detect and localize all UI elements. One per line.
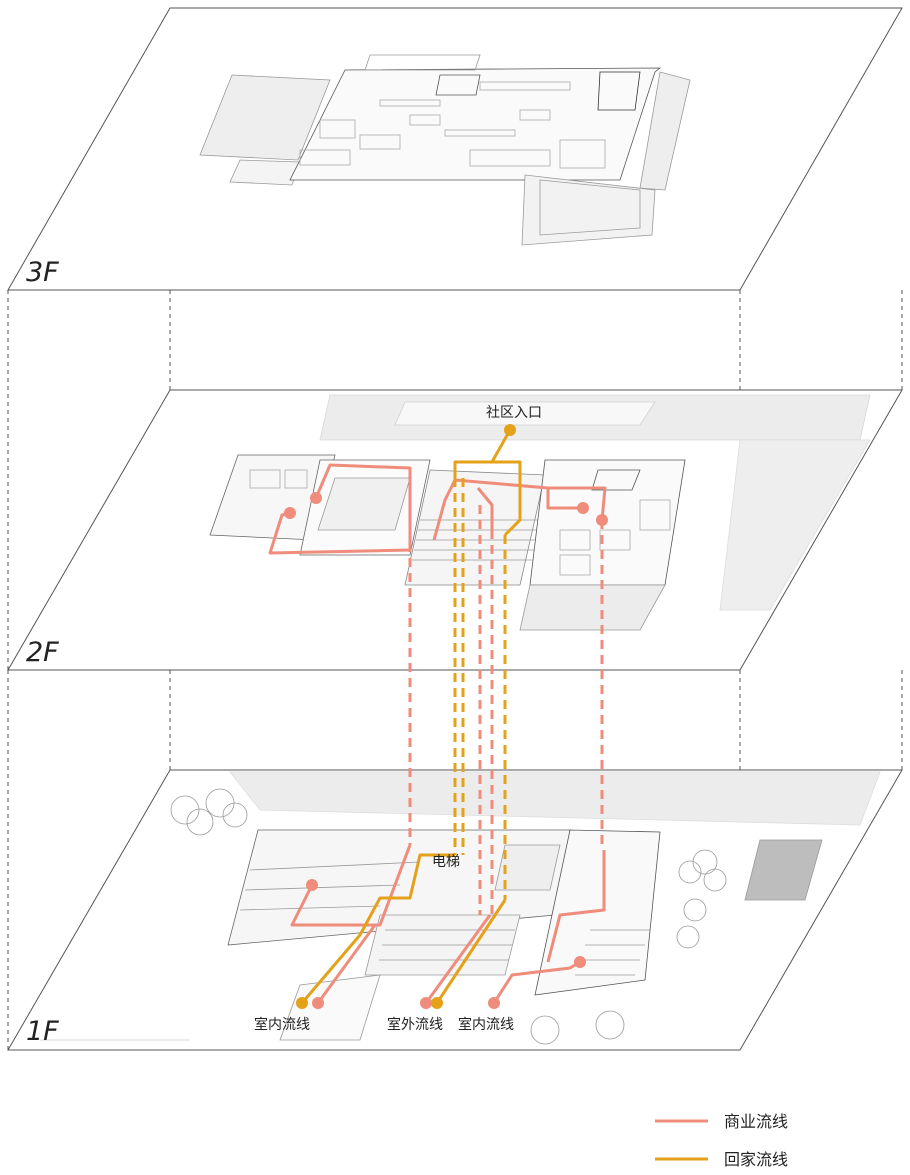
commercial-path-1f-left bbox=[290, 844, 412, 927]
commercial-path-2f-right-b bbox=[548, 486, 607, 521]
floor-1f: 1F bbox=[7, 769, 903, 1051]
commercial-node-2f-a bbox=[310, 492, 322, 504]
legend-label-commercial: 商业流线 bbox=[724, 1112, 788, 1131]
commercial-path-1f-right-b bbox=[546, 850, 606, 963]
commercial-path-1f-outdoor bbox=[424, 914, 492, 1004]
start-node-indoor-left-commercial bbox=[312, 997, 324, 1009]
start-node-outdoor-home bbox=[431, 997, 443, 1009]
floor-plan-3f bbox=[199, 54, 691, 246]
legend-item-home: 回家流线 bbox=[655, 1150, 788, 1169]
commercial-path-1f-left-in bbox=[316, 924, 377, 1004]
indoor-flow-left-label: 室内流线 bbox=[254, 1016, 310, 1033]
commercial-node-2f-c bbox=[577, 502, 589, 514]
legend-label-home: 回家流线 bbox=[724, 1150, 788, 1169]
start-node-outdoor-commercial bbox=[420, 997, 432, 1009]
home-path-1f-left bbox=[300, 853, 455, 1004]
legend-item-commercial: 商业流线 bbox=[655, 1112, 788, 1131]
legend: 商业流线 回家流线 bbox=[655, 1112, 788, 1169]
commercial-node-2f-b bbox=[284, 507, 296, 519]
entrance-node bbox=[504, 424, 516, 436]
trees-right bbox=[530, 849, 727, 1045]
elevator-label: 电梯 bbox=[432, 854, 460, 870]
floor-label-1f: 1F bbox=[26, 1016, 59, 1047]
commercial-flow-vertical bbox=[408, 468, 604, 915]
floor-plan-2f bbox=[209, 394, 871, 631]
floor-3f: 3F bbox=[7, 7, 903, 291]
indoor-flow-right-label: 室内流线 bbox=[458, 1016, 514, 1033]
start-node-indoor-left-home bbox=[296, 997, 308, 1009]
community-entrance-label: 社区入口 bbox=[486, 405, 542, 421]
commercial-path-2f-branch bbox=[476, 487, 494, 530]
floor-label-3f: 3F bbox=[26, 257, 59, 288]
commercial-node-1f-a bbox=[306, 879, 318, 891]
home-path-2f bbox=[453, 429, 512, 478]
outdoor-flow-label: 室外流线 bbox=[387, 1016, 443, 1033]
home-flow bbox=[300, 429, 522, 1004]
commercial-node-1f-b bbox=[574, 956, 586, 968]
start-node-indoor-right bbox=[488, 997, 500, 1009]
frame-connectors bbox=[7, 290, 903, 1050]
flow-nodes bbox=[284, 424, 608, 1009]
commercial-path-2f-right bbox=[432, 478, 583, 541]
home-path-1f-outdoor bbox=[435, 899, 507, 1004]
home-flow-vertical bbox=[453, 478, 507, 900]
trees-top-left bbox=[170, 788, 248, 836]
home-path-2f-right bbox=[492, 460, 522, 537]
floor-label-2f: 2F bbox=[26, 637, 59, 668]
commercial-node-2f-d bbox=[596, 514, 608, 526]
floor-plan-1f bbox=[40, 771, 881, 1045]
